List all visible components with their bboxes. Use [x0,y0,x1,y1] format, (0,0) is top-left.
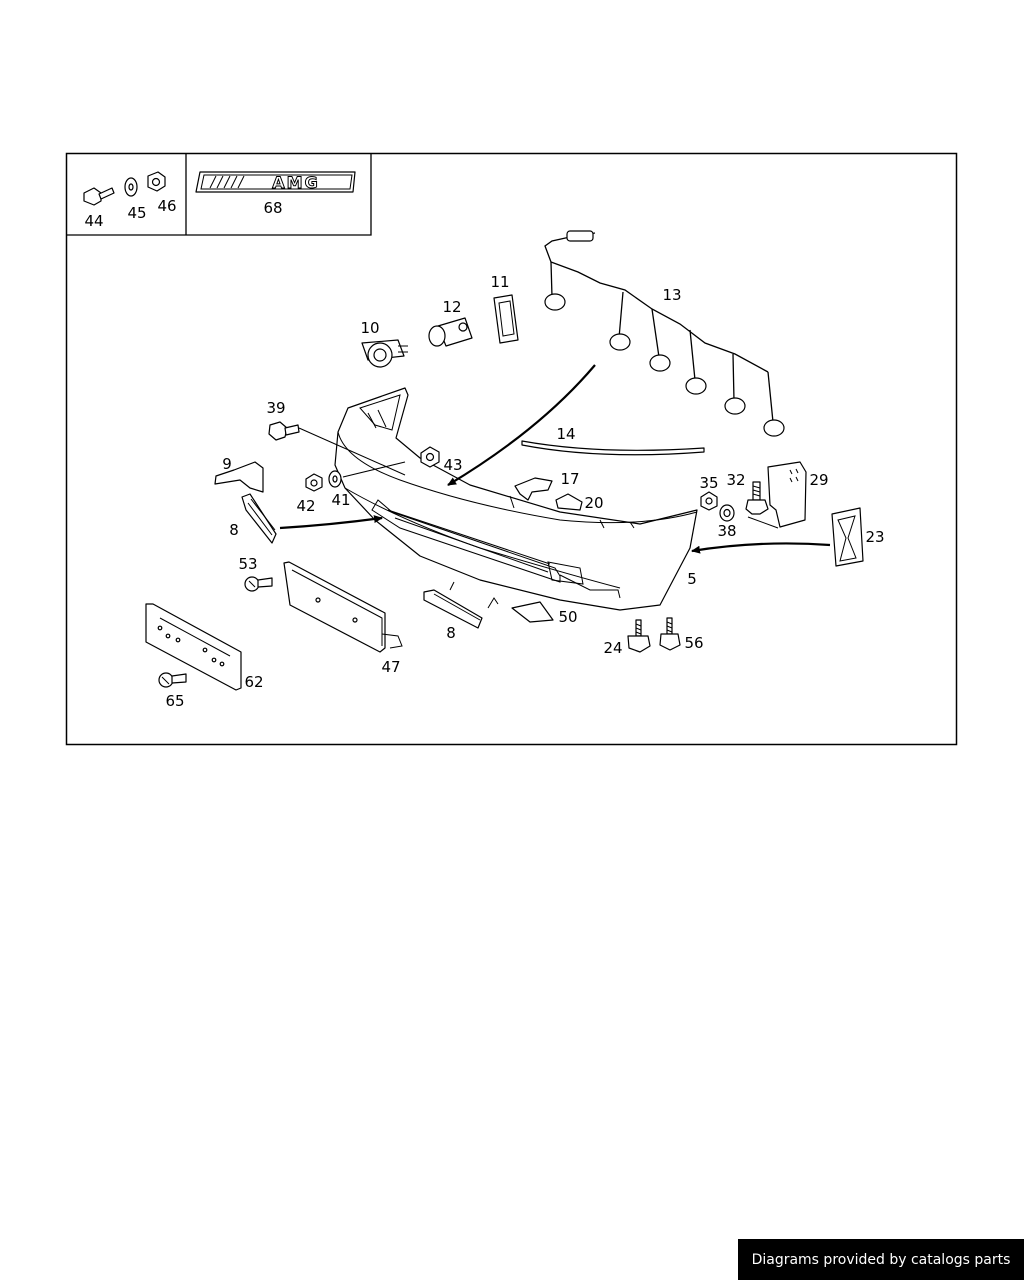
callout-17: 17 [560,470,579,488]
callout-29: 29 [809,471,828,489]
leader-41 [342,461,406,478]
part-24-screw[interactable] [627,619,651,653]
part-56-screw[interactable] [659,617,681,651]
callout-5: 5 [687,570,697,588]
callout-65: 65 [165,692,184,710]
callout-32: 32 [726,471,745,489]
inset-box-dividers [66,153,372,236]
part-23-side-bracket[interactable] [831,507,864,567]
callout-56: 56 [684,634,703,652]
callout-12: 12 [442,298,461,316]
part-65-screw[interactable] [158,672,187,688]
callout-35: 35 [699,474,718,492]
callout-14: 14 [556,425,575,443]
arrow-harness-to-bumper [447,364,596,486]
part-45-washer[interactable] [124,177,138,197]
callout-68: 68 [263,199,282,217]
part-42-nut[interactable] [305,473,323,492]
callout-38: 38 [717,522,736,540]
part-50-cover[interactable] [511,601,554,623]
callout-41: 41 [331,491,350,509]
part-38-washer[interactable] [719,504,735,522]
part-12-parking-sensor[interactable] [428,317,473,347]
part-14-trim-strip[interactable] [521,440,705,456]
part-39-bolt[interactable] [268,421,406,476]
part-29-bracket[interactable] [747,461,807,529]
part-9-bracket[interactable] [214,461,264,493]
part-10-sensor-holder[interactable] [361,339,408,368]
callout-23: 23 [865,528,884,546]
part-11-sensor-clip[interactable] [493,294,519,344]
diagram-frame [65,152,958,746]
callout-53: 53 [238,555,257,573]
callout-47: 47 [381,658,400,676]
part-8-lower-grille[interactable] [423,581,499,629]
part-5-bumper-cover[interactable] [334,387,698,611]
part-35-nut[interactable] [700,491,718,511]
part-47-plate-holder[interactable] [283,561,403,653]
part-68-amg-badge[interactable]: AMG [195,171,356,193]
amg-logo-text: AMG [272,173,319,192]
arrow-part-8-to-bumper [279,515,383,530]
part-20-clip[interactable] [555,493,583,511]
part-53-screw[interactable] [244,576,273,592]
part-13-wiring-harness[interactable] [544,230,785,437]
callout-11: 11 [490,273,509,291]
callout-8-left: 8 [229,521,239,539]
part-46-nut[interactable] [147,171,166,192]
callout-45: 45 [127,204,146,222]
callout-62: 62 [244,673,263,691]
callout-46: 46 [157,197,176,215]
callout-44: 44 [84,212,103,230]
arrow-bracket-to-bumper [691,542,831,554]
part-17-mounting-clip[interactable] [514,477,553,501]
part-32-bolt[interactable] [745,481,769,515]
callout-50: 50 [558,608,577,626]
callout-39: 39 [266,399,285,417]
footer-credit: Diagrams provided by catalogs parts [738,1239,1024,1280]
callout-20: 20 [584,494,603,512]
part-43-nut[interactable] [420,446,440,468]
callout-9: 9 [222,455,232,473]
callout-10: 10 [360,319,379,337]
callout-43: 43 [443,456,462,474]
callout-8-lower: 8 [446,624,456,642]
callout-13: 13 [662,286,681,304]
callout-42: 42 [296,497,315,515]
part-8-left-grille[interactable] [241,493,277,544]
part-44-bolt[interactable] [83,187,115,206]
part-41-washer[interactable] [328,470,342,488]
callout-24: 24 [603,639,622,657]
part-62-license-plate[interactable] [145,603,242,691]
